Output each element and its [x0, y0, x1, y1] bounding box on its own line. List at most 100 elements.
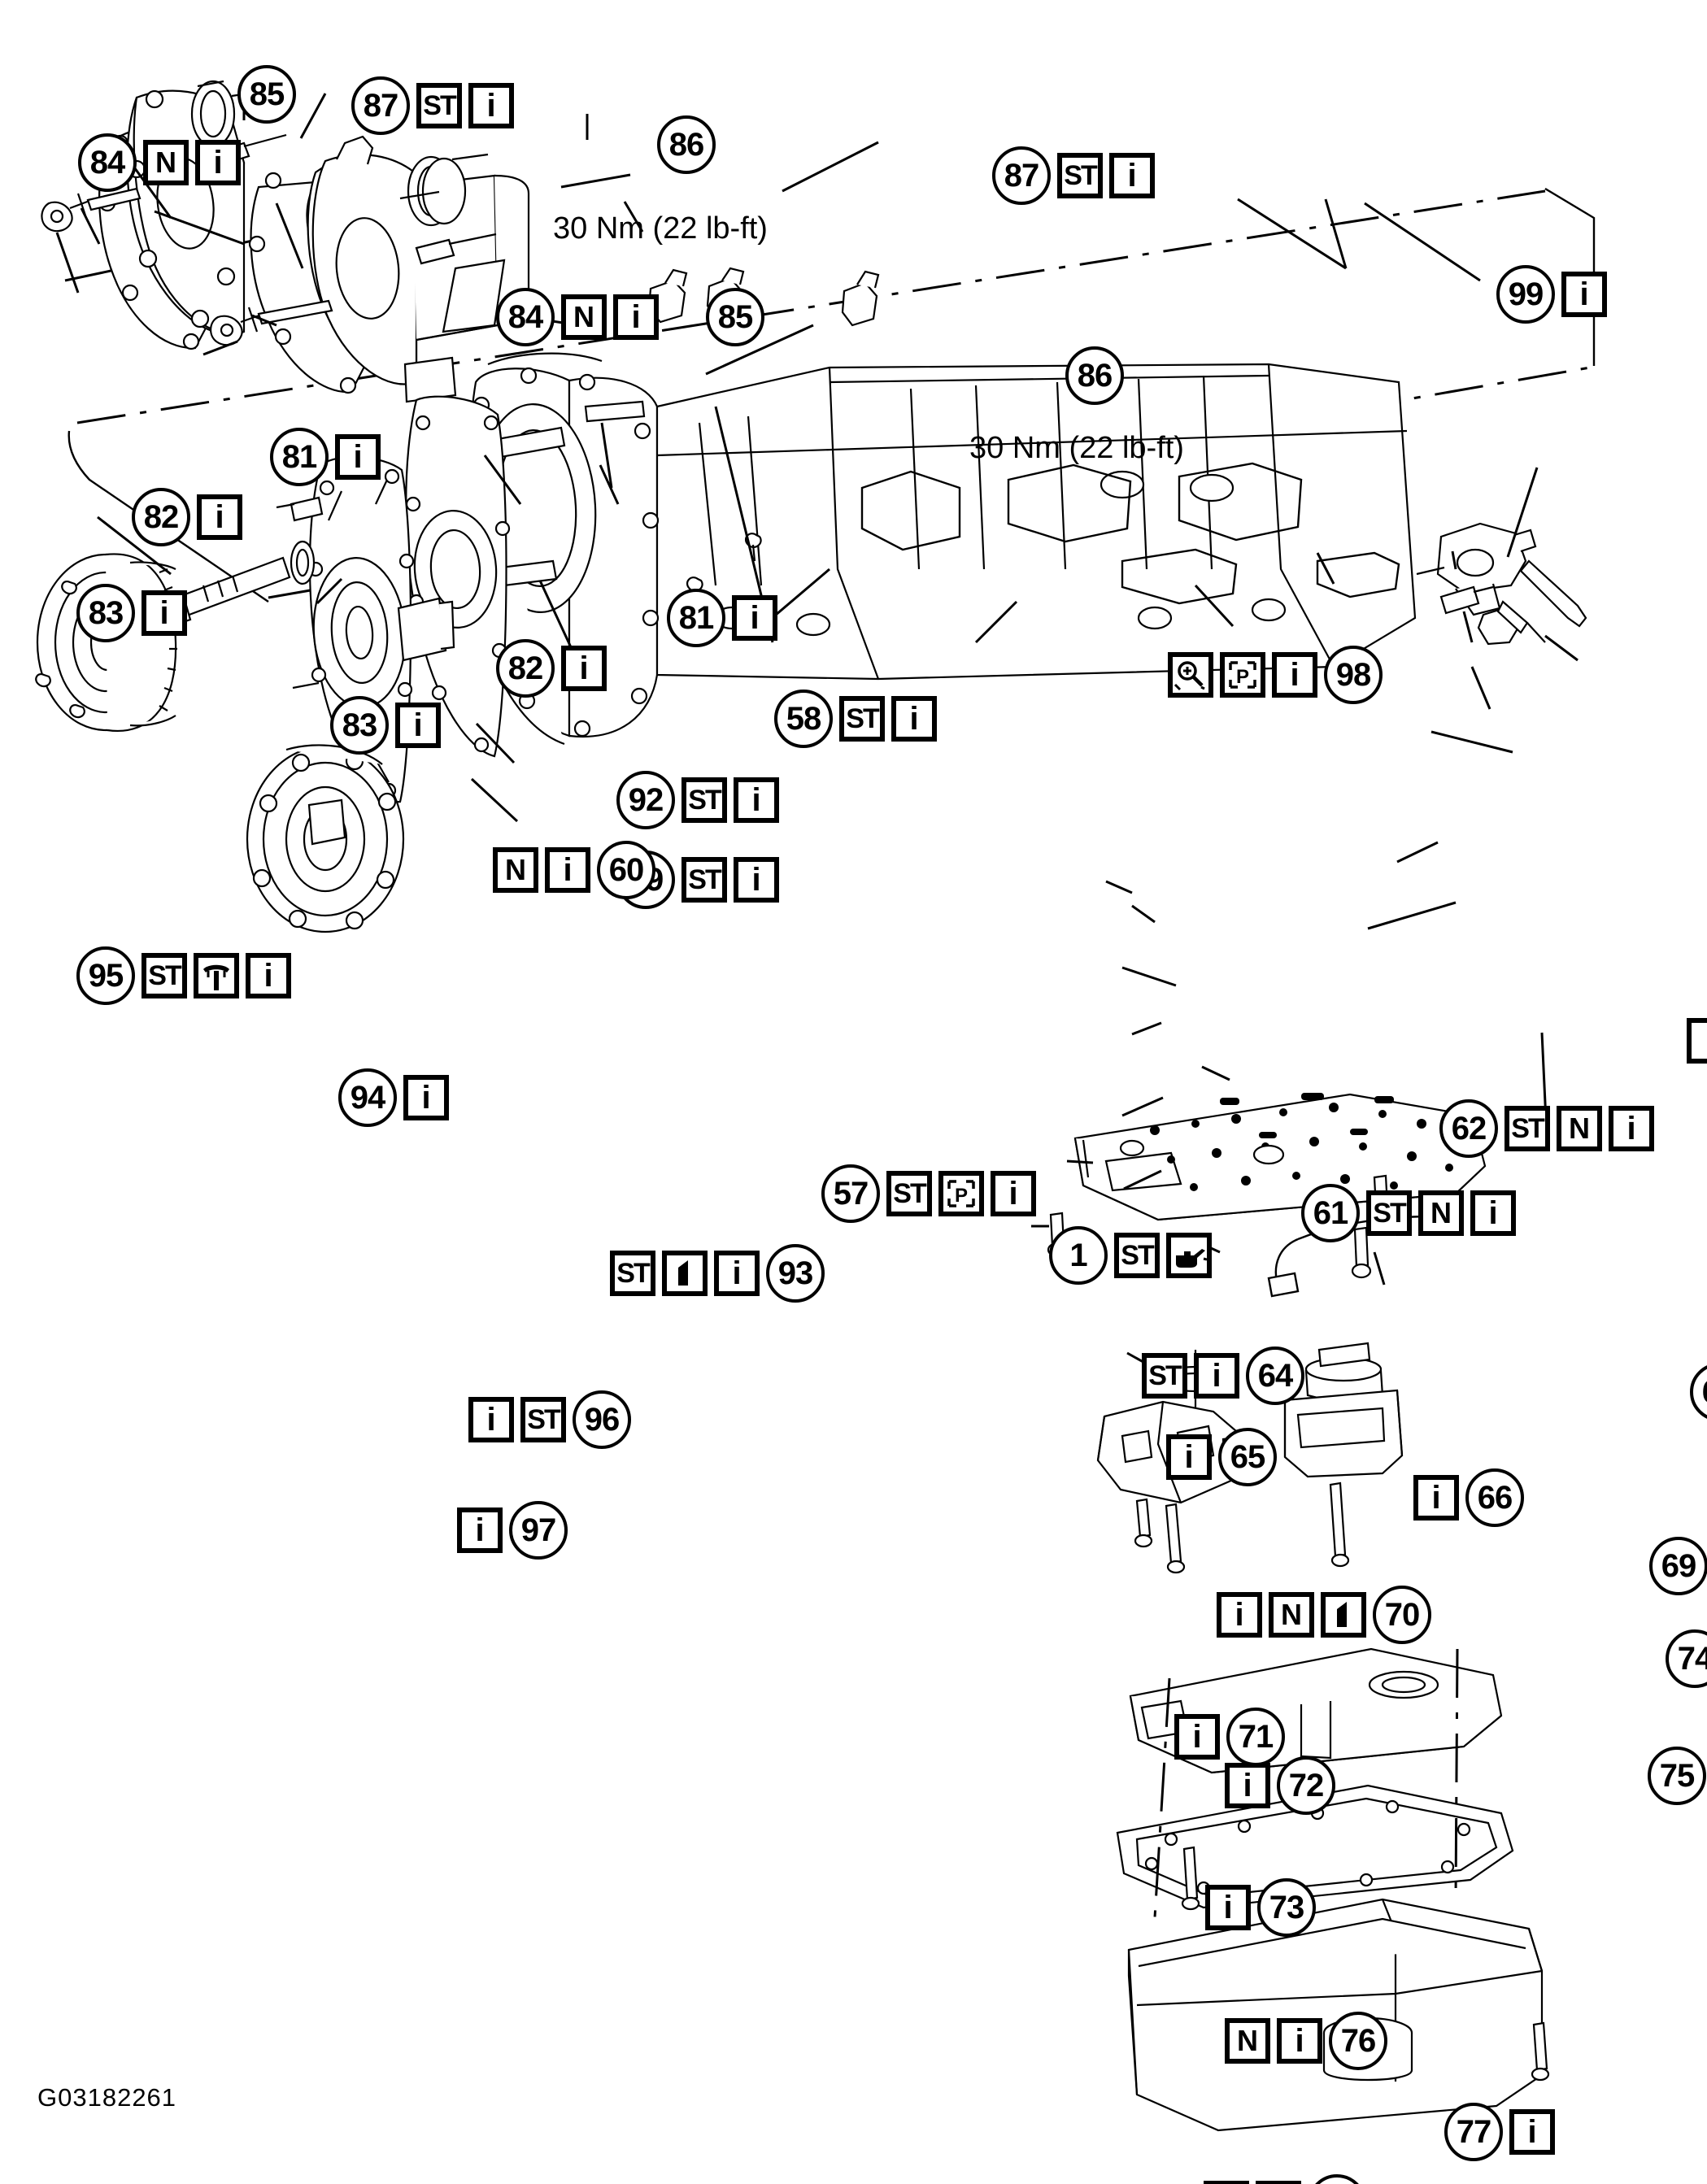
callout-98[interactable]: 98 — [1324, 646, 1383, 704]
callout-66[interactable]: 66 — [1465, 1468, 1524, 1527]
info-icon: i — [1277, 2018, 1322, 2064]
callout-76[interactable]: 76 — [1329, 2012, 1387, 2070]
notice-icon: N — [143, 140, 189, 185]
callout-75[interactable]: 75 — [1648, 1747, 1706, 1805]
puller-tool-icon — [194, 953, 239, 998]
callout-81[interactable]: 81 — [270, 428, 329, 486]
notice-icon: N — [493, 847, 538, 893]
inspect-magnifier-icon — [1168, 652, 1213, 698]
torque-86-upper: 30 Nm (22 lb-ft) — [553, 211, 768, 246]
info-icon: i — [714, 1251, 760, 1296]
callout-82[interactable]: 82 — [132, 488, 190, 546]
callout-73[interactable]: 73 — [1257, 1878, 1316, 1937]
callout-85[interactable]: 85 — [706, 288, 764, 346]
info-icon: i — [403, 1075, 449, 1120]
callout-77[interactable]: 77 — [1444, 2103, 1503, 2161]
pressure-check-icon: P — [938, 1171, 984, 1216]
svg-text:P: P — [955, 1185, 968, 1207]
info-icon: i — [1509, 2109, 1555, 2155]
info-icon: i — [468, 83, 514, 128]
callout-81[interactable]: 81 — [667, 589, 725, 647]
info-icon: i — [1609, 1106, 1654, 1151]
st-special-tool-icon: ST — [1057, 153, 1103, 198]
callout-86[interactable]: 86 — [1065, 346, 1124, 405]
info-icon: i — [991, 1171, 1036, 1216]
st-special-tool-icon: ST — [839, 696, 885, 742]
callout-72[interactable]: 72 — [1277, 1756, 1335, 1815]
torque-86-lower: 30 Nm (22 lb-ft) — [969, 431, 1184, 465]
st-special-tool-icon: ST — [1505, 1106, 1550, 1151]
callout-69[interactable]: 69 — [1649, 1537, 1707, 1595]
info-icon: i — [1109, 153, 1155, 198]
info-icon: i — [732, 595, 777, 641]
oil-can-icon — [1166, 1233, 1212, 1278]
callout-83[interactable]: 83 — [76, 584, 135, 642]
callout-84[interactable]: 84 — [496, 288, 555, 346]
callout-61[interactable]: 61 — [1301, 1184, 1360, 1242]
info-icon: i — [1687, 1018, 1707, 1064]
callout-86[interactable]: 86 — [657, 115, 716, 174]
info-icon: i — [1174, 1714, 1220, 1760]
info-icon: i — [1166, 1434, 1212, 1480]
info-icon: i — [1217, 1592, 1262, 1638]
info-icon: i — [1470, 1190, 1516, 1236]
info-icon: i — [1256, 2181, 1301, 2184]
info-icon: i — [613, 294, 659, 340]
st-special-tool-icon: ST — [610, 1251, 655, 1296]
st-special-tool-icon: ST — [1114, 1233, 1160, 1278]
info-icon: i — [545, 847, 590, 893]
st-special-tool-icon: ST — [681, 857, 727, 903]
info-icon: i — [891, 696, 937, 742]
callout-64[interactable]: 64 — [1246, 1347, 1304, 1405]
figure-id-label: G03182261 — [37, 2083, 177, 2112]
st-special-tool-icon: ST — [886, 1171, 932, 1216]
callout-65[interactable]: 65 — [1218, 1428, 1277, 1486]
info-icon: i — [1205, 1885, 1251, 1930]
st-special-tool-icon: ST — [416, 83, 462, 128]
callout-1[interactable]: 1 — [1049, 1226, 1108, 1285]
callout-96[interactable]: 96 — [573, 1390, 631, 1449]
info-icon: i — [734, 857, 779, 903]
svg-text:P: P — [1236, 666, 1249, 688]
info-icon: i — [468, 1397, 514, 1442]
info-icon: i — [395, 703, 441, 748]
info-icon: i — [1225, 1763, 1270, 1808]
callout-60[interactable]: 60 — [597, 841, 655, 899]
callout-57[interactable]: 57 — [821, 1164, 880, 1223]
callout-83[interactable]: 83 — [330, 696, 389, 755]
callout-84[interactable]: 84 — [78, 133, 137, 192]
info-icon: i — [734, 777, 779, 823]
st-special-tool-icon: ST — [520, 1397, 566, 1442]
callout-82[interactable]: 82 — [496, 639, 555, 698]
callout-92[interactable]: 92 — [616, 771, 675, 829]
callout-93[interactable]: 93 — [766, 1244, 825, 1303]
callout-99[interactable]: 99 — [1496, 265, 1555, 324]
callout-70[interactable]: 70 — [1373, 1586, 1431, 1644]
callout-74[interactable]: 74 — [1666, 1629, 1707, 1688]
callout-87[interactable]: 87 — [992, 146, 1051, 205]
callout-87[interactable]: 87 — [351, 76, 410, 135]
info-icon: i — [246, 953, 291, 998]
callout-71[interactable]: 71 — [1226, 1708, 1285, 1766]
st-special-tool-icon: ST — [681, 777, 727, 823]
notice-icon: N — [1418, 1190, 1464, 1236]
callout-95[interactable]: 95 — [76, 946, 135, 1005]
notice-icon: N — [1225, 2018, 1270, 2064]
info-icon: i — [195, 140, 241, 185]
callout-97[interactable]: 97 — [509, 1501, 568, 1560]
info-icon: i — [561, 646, 607, 691]
info-icon: i — [457, 1507, 503, 1553]
info-icon: i — [1194, 1353, 1239, 1399]
notice-icon: N — [561, 294, 607, 340]
sealant-wedge-icon — [1321, 1592, 1366, 1638]
info-icon: i — [335, 434, 381, 480]
callout-94[interactable]: 94 — [338, 1068, 397, 1127]
st-special-tool-icon: ST — [1366, 1190, 1412, 1236]
callout-62[interactable]: 62 — [1439, 1099, 1498, 1158]
notice-icon: N — [1557, 1106, 1602, 1151]
callout-85[interactable]: 85 — [237, 65, 296, 124]
sealant-wedge-icon — [662, 1251, 708, 1296]
callout-58[interactable]: 58 — [774, 690, 833, 748]
